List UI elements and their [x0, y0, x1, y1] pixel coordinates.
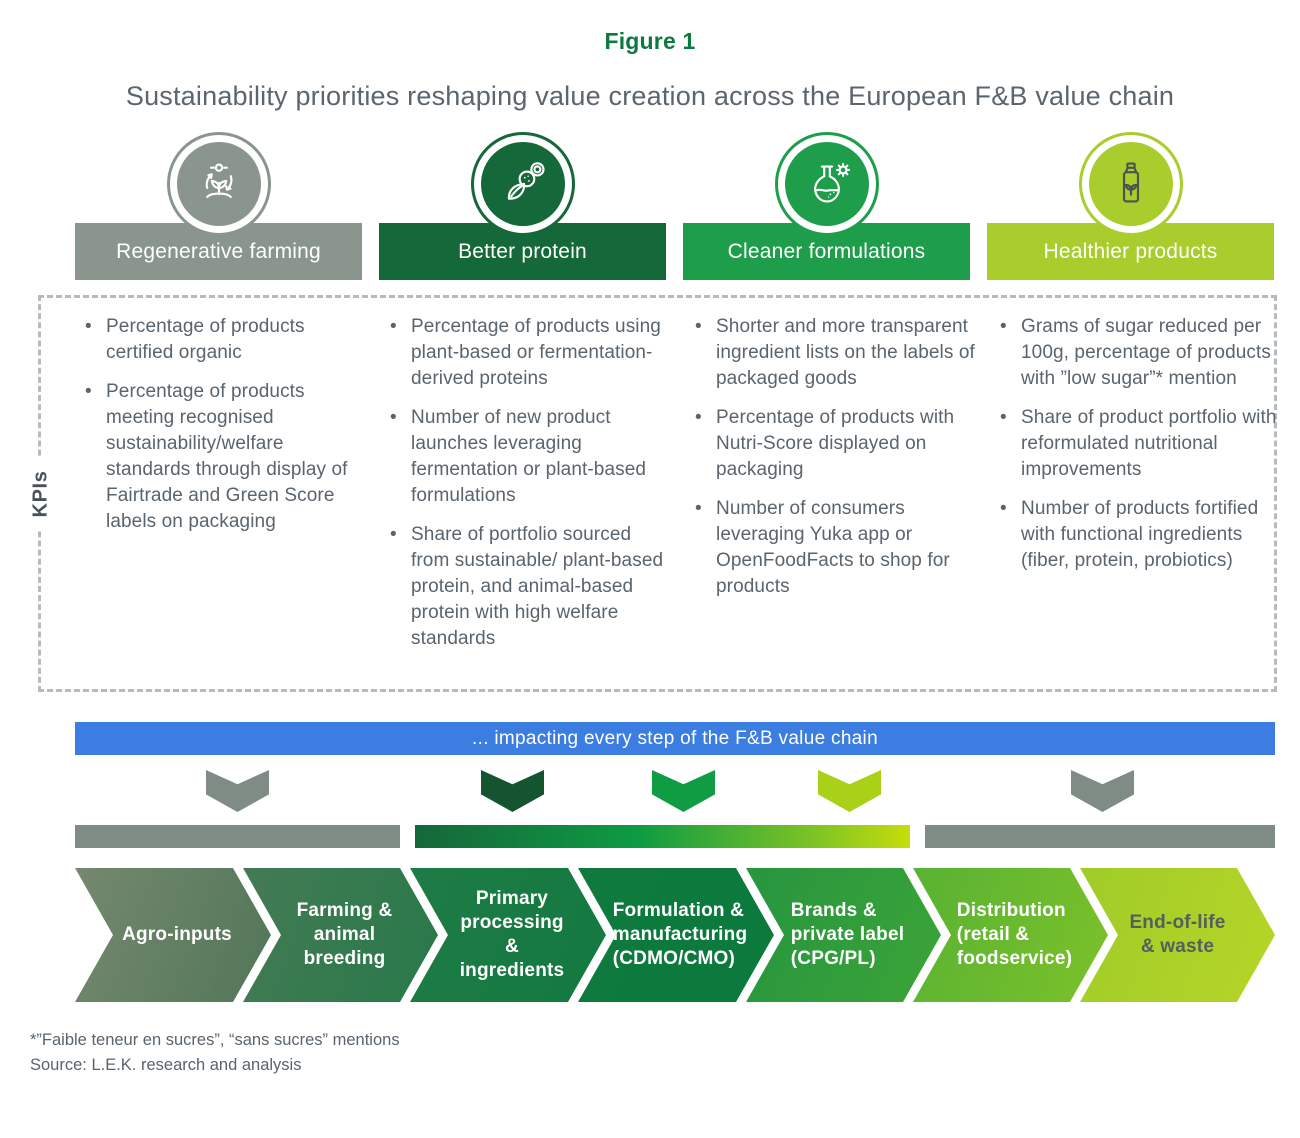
- kpi-axis-label: KPIs: [25, 456, 57, 531]
- pillar-header-row: Regenerative farming Better protein: [75, 132, 1275, 280]
- kpi-item: Share of portfolio sourced from sustaina…: [383, 522, 670, 652]
- cleaner-formulations-icon: [774, 132, 879, 236]
- kpi-item: Percentage of products meeting recognise…: [78, 379, 365, 535]
- value-chain: Agro-inputs Farming & animal breeding Pr…: [75, 868, 1275, 1002]
- pillar-title: Better protein: [379, 223, 666, 280]
- kpi-list-better-protein: Percentage of products using plant-based…: [383, 314, 670, 665]
- flow-bar-green-gradient: [415, 825, 910, 848]
- kpi-item: Shorter and more transparent ingredient …: [688, 314, 975, 392]
- kpi-item: Grams of sugar reduced per 100g, percent…: [993, 314, 1280, 392]
- chain-step-end-of-life: End-of-life & waste: [1080, 868, 1275, 1002]
- regenerative-farming-icon: [166, 132, 271, 236]
- kpi-list-cleaner-formulations: Shorter and more transparent ingredient …: [688, 314, 975, 665]
- kpi-item: Share of product portfolio with reformul…: [993, 405, 1280, 483]
- chevron-down-icon: [818, 770, 881, 812]
- footnotes: *”Faible teneur en sucres”, “sans sucres…: [30, 1028, 1300, 1078]
- flow-arrow-row: [75, 770, 1275, 812]
- pillar-regenerative-farming: Regenerative farming: [75, 132, 362, 280]
- flow-bar-row: [75, 825, 1275, 848]
- kpi-list-regenerative-farming: Percentage of products certified organic…: [78, 314, 365, 665]
- kpi-item: Percentage of products with Nutri-Score …: [688, 405, 975, 483]
- better-protein-icon: [470, 132, 575, 236]
- flow-bar-gray-right: [925, 825, 1275, 848]
- chain-step-formulation-manufacturing: Formulation & manufacturing (CDMO/CMO): [578, 868, 774, 1002]
- impact-banner: ... impacting every step of the F&B valu…: [75, 722, 1275, 755]
- healthier-products-icon: [1078, 132, 1183, 236]
- chain-step-brands-private-label: Brands & private label (CPG/PL): [746, 868, 941, 1002]
- kpi-item: Number of new product launches leveragin…: [383, 405, 670, 509]
- chain-step-primary-processing: Primary processing & ingredients: [410, 868, 606, 1002]
- kpi-list-healthier-products: Grams of sugar reduced per 100g, percent…: [993, 314, 1280, 665]
- figure-label: Figure 1: [604, 28, 696, 54]
- chevron-down-icon: [1071, 770, 1134, 812]
- flow-bar-gray-left: [75, 825, 400, 848]
- chevron-down-icon: [206, 770, 269, 812]
- footnote-source: Source: L.E.K. research and analysis: [30, 1056, 302, 1074]
- chain-step-distribution: Distribution (retail & foodservice): [913, 868, 1108, 1002]
- chevron-down-icon: [652, 770, 715, 812]
- chevron-down-icon: [481, 770, 544, 812]
- kpi-item: Number of consumers leveraging Yuka app …: [688, 496, 975, 600]
- pillar-better-protein: Better protein: [379, 132, 666, 280]
- pillar-healthier-products: Healthier products: [987, 132, 1274, 280]
- chain-step-farming-animal-breeding: Farming & animal breeding: [243, 868, 438, 1002]
- chain-step-agro-inputs: Agro-inputs: [75, 868, 271, 1002]
- kpi-panel: KPIs Percentage of products certified or…: [25, 295, 1280, 692]
- kpi-item: Percentage of products using plant-based…: [383, 314, 670, 392]
- figure-title: Sustainability priorities reshaping valu…: [125, 81, 1175, 111]
- footnote-asterisk: *”Faible teneur en sucres”, “sans sucres…: [30, 1031, 400, 1049]
- pillar-cleaner-formulations: Cleaner formulations: [683, 132, 970, 280]
- kpi-item: Number of products fortified with functi…: [993, 496, 1280, 574]
- kpi-item: Percentage of products certified organic: [78, 314, 365, 366]
